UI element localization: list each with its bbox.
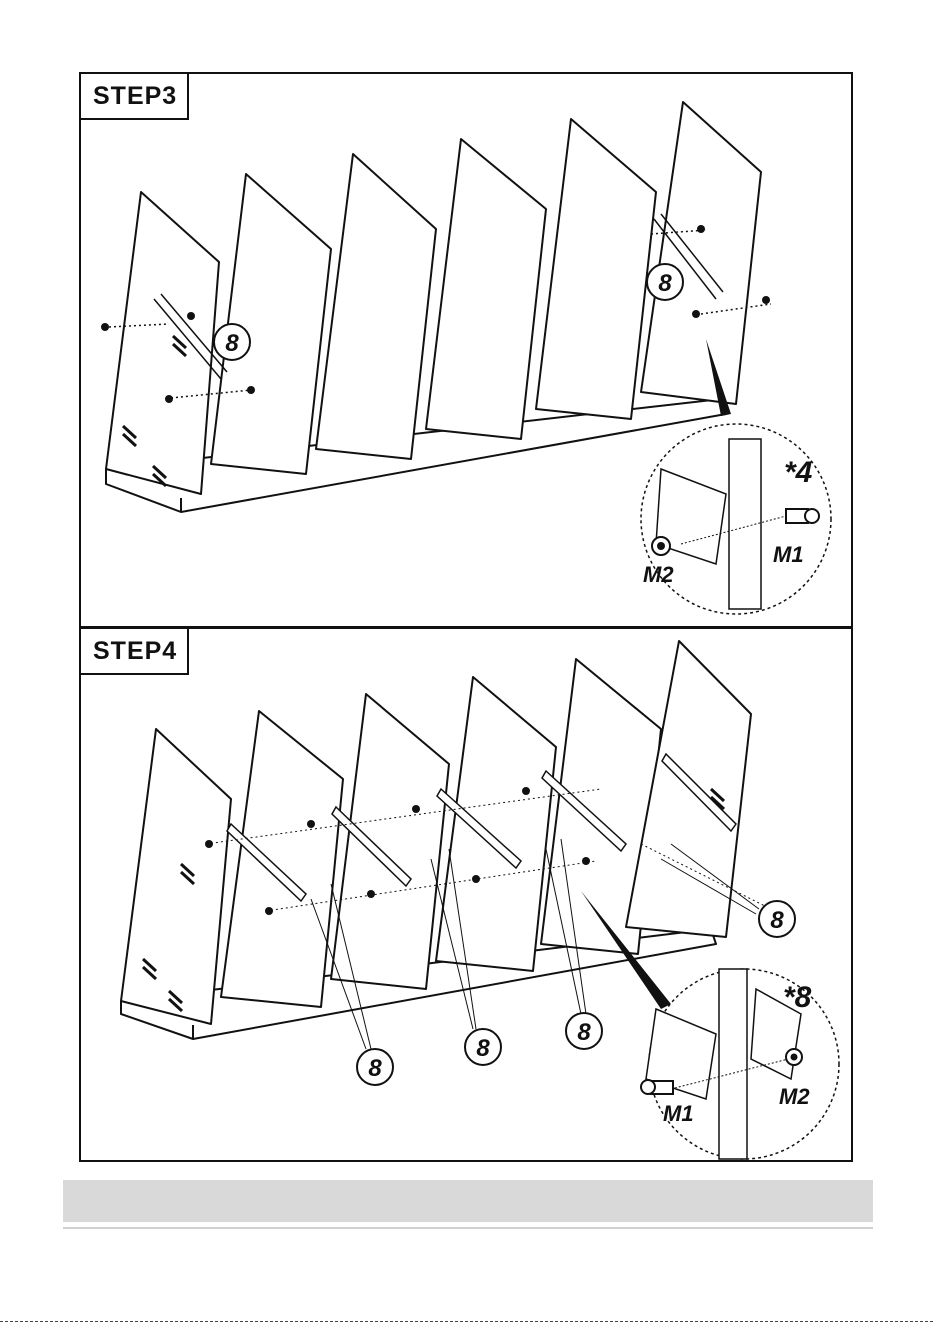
step4-detail-quantity: *8 <box>783 981 812 1014</box>
step3-panel: 8 8 *4 M1 M2 STEP3 <box>79 72 853 628</box>
step4-title: STEP4 <box>81 629 189 675</box>
step3-side-panel-right <box>641 102 761 404</box>
step4-callout-2: 8 <box>368 1055 382 1082</box>
page-cut-line <box>0 1321 933 1322</box>
step4-callout-1: 8 <box>770 907 784 934</box>
footer-divider <box>63 1227 873 1229</box>
step3-title: STEP3 <box>81 74 189 120</box>
footer-bar <box>63 1180 873 1222</box>
step3-bolt-label: M1 <box>773 542 804 567</box>
step3-detail-view: *4 M1 M2 <box>641 424 831 614</box>
step4-callout-4: 8 <box>577 1019 591 1046</box>
step4-panel: 8 8 8 8 *8 M1 M2 STEP4 <box>79 627 853 1162</box>
step3-detail-quantity: *4 <box>784 456 813 489</box>
step4-side-panel-left <box>121 729 231 1024</box>
step3-callout-1: 8 <box>225 330 239 357</box>
step4-bolt-label: M1 <box>663 1101 694 1126</box>
step4-nut-label: M2 <box>779 1084 810 1109</box>
step3-illustration: 8 8 *4 M1 M2 <box>81 74 853 628</box>
step3-nut-label: M2 <box>643 562 674 587</box>
step3-callout-2: 8 <box>658 270 672 297</box>
step4-callout-3: 8 <box>476 1035 490 1062</box>
step4-detail-view: *8 M1 M2 <box>641 969 839 1159</box>
step4-illustration: 8 8 8 8 *8 M1 M2 <box>81 629 853 1162</box>
